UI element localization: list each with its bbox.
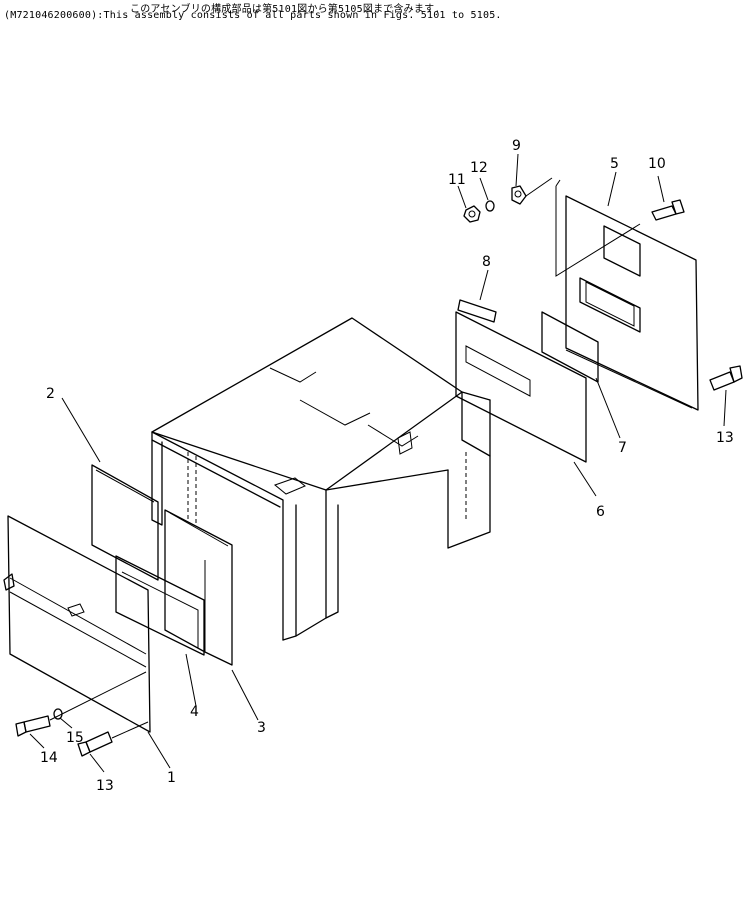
part-6-window-plate [455, 311, 587, 463]
part-14-bolt [15, 671, 147, 737]
part-13-bolt-rear [709, 365, 743, 391]
part-number-labels: 2 3 4 1 5 6 7 8 9 10 11 12 13 13 14 15 [40, 138, 734, 794]
part-number-label: 12 [470, 160, 488, 176]
part-13-bolt-front [77, 721, 149, 757]
part-3-panel [164, 509, 233, 666]
part-9-clip [511, 177, 553, 205]
part-number-label: 10 [648, 156, 666, 172]
part-number-label: 14 [40, 750, 58, 766]
part-12-washer [485, 200, 495, 212]
part-number-label: 13 [96, 778, 114, 794]
part-11-nut [463, 205, 481, 223]
part-7-pad [541, 311, 599, 383]
part-number-label: 2 [46, 386, 55, 402]
part-number-label: 3 [257, 720, 266, 736]
part-5-rear-plate [555, 179, 699, 411]
part-4-panel [115, 555, 205, 656]
part-number-label: 13 [716, 430, 734, 446]
header-note-english: (M721046200600):This assembly consists o… [4, 10, 502, 21]
main-cover-body [151, 317, 491, 641]
part-number-label: 11 [448, 172, 466, 188]
part-15-washer [53, 708, 63, 720]
part-number-label: 5 [610, 156, 619, 172]
part-number-label: 4 [190, 704, 199, 720]
part-number-label: 1 [167, 770, 176, 786]
part-8-small-pad [457, 299, 497, 323]
leader-lines [29, 153, 727, 773]
part-number-label: 7 [618, 440, 627, 456]
header-note-japanese: このアセンブリの構成部品は第5101図から第5105図まで含みます. [130, 4, 441, 15]
part-10-bolt [651, 199, 685, 221]
part-number-label: 8 [482, 254, 491, 270]
part-1-front-plate [3, 515, 151, 733]
part-number-label: 15 [66, 730, 84, 746]
part-number-label: 6 [596, 504, 605, 520]
part-number-label: 9 [512, 138, 521, 154]
part-2-panel [91, 464, 159, 581]
